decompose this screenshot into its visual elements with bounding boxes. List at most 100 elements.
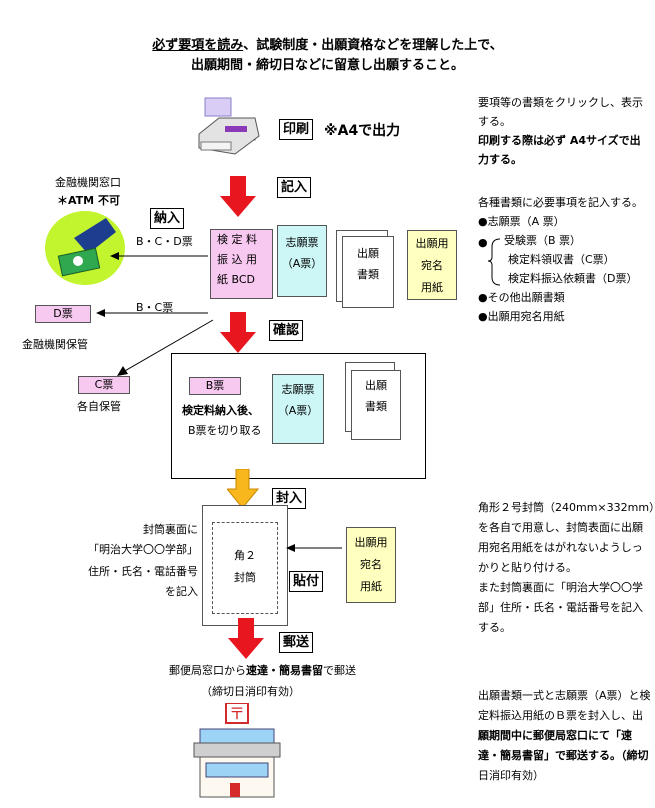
step-confirm: 確認: [269, 320, 304, 341]
doc-line: 用紙: [421, 281, 443, 294]
step-paste: 貼付: [289, 571, 324, 592]
doc-line: 出願用: [354, 536, 388, 549]
envelope-instruction: 住所・氏名・電話番号: [88, 565, 198, 578]
b-ticket: B票: [189, 377, 241, 395]
doc-line: 用紙: [360, 580, 382, 593]
right-line: 検定料領収書（C票）: [508, 253, 615, 266]
right-line: 願期間中に郵便局窓口にて「速: [478, 729, 632, 742]
envelope-instruction: を記入: [165, 585, 198, 598]
right-line: 要項等の書類をクリックし、表示: [478, 96, 643, 109]
bank-keep-label: 金融機関保管: [22, 338, 88, 351]
heading-line1: 必ず要項を読み、試験制度・出願資格などを理解した上で、: [0, 34, 655, 53]
left-arrow-icon: [110, 252, 208, 260]
envelope-instruction: 「明治大学〇〇学部」: [88, 543, 198, 556]
right-line: 日消印有効）: [478, 769, 544, 782]
printer-icon: [198, 97, 260, 155]
doc-line: 書類: [365, 400, 387, 413]
doc-line: 振 込 用: [217, 253, 257, 266]
envelope-label: 角２ 封筒: [212, 522, 278, 614]
doc-line: 志願票: [285, 236, 319, 249]
right-line: 達・簡易書留」で郵送する。（締切: [478, 749, 649, 762]
right-line: 受験票（B 票）: [504, 234, 582, 247]
fee-transfer-form: 検 定 料 振 込 用 紙 BCD: [210, 229, 273, 299]
envelope-instruction: 封筒裏面に: [143, 523, 198, 536]
right-line: 定料振込用紙のＢ票を封入し、出: [478, 709, 643, 722]
c-keep-label: 各自保管: [77, 400, 121, 413]
mail-instruction: 郵便局窓口から速達・簡易書留で郵送: [169, 663, 356, 678]
right-line: 検定料振込依頼書（D票）: [508, 272, 638, 285]
right-paragraph-2: 各種書類に必要事項を記入する。 ●志願票（A 票） 受験票（B 票） 検定料領収…: [478, 193, 643, 326]
right-line: を各自で用意し、封筒表面に出願: [478, 521, 643, 534]
confirm-application-docs: 出願 書類: [351, 370, 401, 440]
doc-line: 志願票: [281, 383, 315, 396]
left-arrow-icon: [286, 544, 342, 552]
right-line: かりと貼り付ける。: [478, 561, 577, 574]
doc-line: 出願用: [415, 237, 449, 250]
down-arrow-icon: [220, 312, 256, 353]
confirm-application-form: 志願票 （A票）: [272, 374, 324, 444]
envelope-line: 封筒: [234, 571, 256, 584]
doc-line: 書類: [357, 268, 379, 281]
bank-window-label: 金融機関窓口: [55, 176, 121, 189]
doc-line: 紙 BCD: [217, 273, 256, 286]
confirm-note1: 検定料納入後、: [182, 404, 259, 417]
bcd-label: B・C・D票: [136, 235, 193, 248]
confirm-note2: B票を切り取る: [188, 424, 262, 437]
doc-line: 宛名: [360, 558, 382, 571]
right-line: ●その他出願書類: [478, 291, 565, 304]
application-documents: 出願 書類: [342, 236, 394, 308]
mail-text: 郵便局窓口から: [169, 664, 246, 677]
c-ticket: C票: [78, 376, 130, 394]
right-line: 力する。: [478, 153, 522, 166]
right-line: 部」住所・氏名・電話番号を記入: [478, 601, 643, 614]
doc-line: 宛名: [421, 259, 443, 272]
heading-line2: 出願期間・締切日などに留意し出願すること。: [190, 58, 464, 73]
envelope: [202, 505, 288, 626]
svg-text:〒: 〒: [229, 704, 245, 723]
right-line: 出願書類一式と志願票（A票）と検: [478, 689, 651, 702]
heading-rest: 、試験制度・出願資格などを理解した上で、: [243, 38, 503, 53]
right-line: 印刷する際は必ず A4サイズで出: [478, 134, 641, 147]
right-paragraph-1: 要項等の書類をクリックし、表示 する。 印刷する際は必ず A4サイズで出 力する…: [478, 93, 643, 169]
post-office-icon: 〒: [193, 703, 281, 798]
diagonal-arrow-icon: [117, 319, 214, 376]
d-ticket: D票: [35, 305, 91, 323]
right-line: 各種書類に必要事項を記入する。: [478, 196, 643, 209]
application-form-a: 志願票 （A票）: [277, 225, 327, 297]
right-line: する。: [478, 115, 511, 128]
step-seal: 封入: [272, 488, 307, 509]
right-line: ●志願票（A 票）: [478, 215, 565, 228]
doc-line: （A票）: [281, 257, 323, 270]
mail-deadline: （締切日消印有効）: [201, 685, 300, 698]
mail-text: で郵送: [323, 664, 356, 677]
address-form: 出願用 宛名 用紙: [407, 230, 457, 300]
right-line: 用宛名用紙をはがれないようしっ: [478, 541, 643, 554]
doc-line: 出願: [365, 379, 387, 392]
envelope-line: 角２: [234, 549, 256, 562]
paste-address-form: 出願用 宛名 用紙: [346, 527, 396, 603]
bc-label: B・C票: [136, 301, 174, 314]
doc-line: 検 定 料: [217, 233, 257, 246]
bracket-icon: ●: [478, 236, 501, 286]
bank-payment-icon: [45, 211, 125, 285]
doc-line: 出願: [357, 247, 379, 260]
step-mail: 郵送: [279, 632, 314, 653]
confirm-box: [171, 353, 426, 479]
left-arrow-icon: [96, 309, 208, 317]
right-line: ●出願用宛名用紙: [478, 310, 565, 323]
step-fill: 記入: [277, 177, 312, 198]
mail-express-text: 速達・簡易書留: [246, 664, 323, 677]
step-pay: 納入: [150, 208, 185, 229]
heading-underlined: 必ず要項を読み: [152, 38, 244, 53]
right-paragraph-4: 出願書類一式と志願票（A票）と検 定料振込用紙のＢ票を封入し、出 願期間中に郵便…: [478, 686, 651, 786]
down-arrow-icon: [227, 469, 259, 509]
right-line: する。: [478, 621, 511, 634]
atm-note: ＊ATM 不可: [57, 194, 120, 207]
down-arrow-icon: [228, 618, 264, 659]
doc-line: （A票）: [277, 404, 319, 417]
down-arrow-icon: [220, 176, 256, 217]
right-line: 角形２号封筒（240mm×332mm）: [478, 501, 655, 514]
print-note: ※A4で出力: [324, 123, 401, 139]
print-label: 印刷: [279, 119, 314, 140]
right-paragraph-3: 角形２号封筒（240mm×332mm） を各自で用意し、封筒表面に出願 用宛名用…: [478, 498, 655, 638]
